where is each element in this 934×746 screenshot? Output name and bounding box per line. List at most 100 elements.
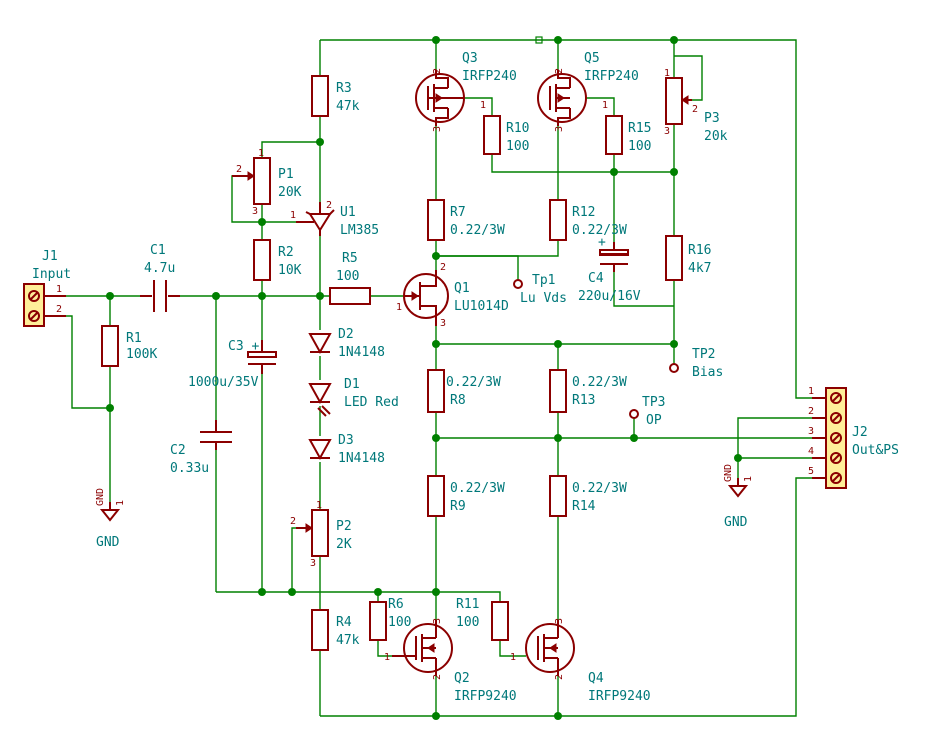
no-connect-marker: [535, 36, 543, 44]
r6-resistor: R6 100: [369, 597, 411, 641]
j1-pin2: 2: [56, 304, 62, 315]
p1-pin3: 3: [252, 206, 258, 217]
d1-value: LED Red: [344, 395, 399, 410]
c2-ref: C2: [170, 443, 186, 458]
q4-pin3: 3: [554, 618, 565, 624]
r4-value: 47k: [336, 633, 360, 648]
d2-ref: D2: [338, 327, 354, 342]
tp3-value: OP: [646, 413, 662, 428]
u1-pin2: 2: [326, 200, 332, 211]
r1-ref: R1: [126, 331, 142, 346]
tp1-ref: Tp1: [532, 273, 555, 288]
p3-pin3: 3: [664, 126, 670, 137]
r7-value: 0.22/3W: [450, 223, 505, 238]
q5-pin2: 2: [554, 68, 565, 74]
r14-value: 0.22/3W: [572, 481, 627, 496]
p3-value: 20k: [704, 129, 728, 144]
p2-pin2: 2: [290, 516, 296, 527]
r1-value: 100K: [126, 347, 157, 362]
q4-value: IRFP9240: [588, 689, 651, 704]
d3-value: 1N4148: [338, 451, 385, 466]
q1-ref: Q1: [454, 281, 470, 296]
r4-ref: R4: [336, 615, 352, 630]
u1-reference: 1 2 U1 LM385: [290, 200, 379, 238]
p1-pin1: 1: [258, 148, 264, 159]
d2-diode: D2 1N4148: [308, 327, 385, 360]
q2-ref: Q2: [454, 671, 470, 686]
j2-pin2: 2: [808, 406, 814, 417]
q2-pin3: 3: [432, 618, 443, 624]
u1-value: LM385: [340, 223, 379, 238]
q3-pin2: 2: [432, 68, 443, 74]
gnd-label-right: GND: [724, 515, 748, 530]
c4-capacitor: + C4 220u/16V: [578, 235, 641, 304]
gnd-pin-name: GND: [95, 488, 106, 506]
r10-resistor: R10 100: [483, 115, 529, 155]
r2-ref: R2: [278, 245, 294, 260]
r7-resistor: R7 0.22/3W: [427, 199, 505, 241]
j2-pin1: 1: [808, 386, 814, 397]
q1-jfet: 1 2 3 Q1 LU1014D: [396, 262, 509, 329]
d1-ref: D1: [344, 377, 360, 392]
r8-ref: R8: [450, 393, 466, 408]
p2-value: 2K: [336, 537, 352, 552]
c3-capacitor: C3 + 1000u/35V: [188, 339, 277, 390]
r10-ref: R10: [506, 121, 529, 136]
q1-pin3: 3: [440, 318, 446, 329]
j1-value: Input: [32, 267, 71, 282]
r9-ref: R9: [450, 499, 466, 514]
q1-pin2: 2: [440, 262, 446, 273]
r1-resistor: R1 100K: [101, 325, 157, 367]
r13-value: 0.22/3W: [572, 375, 627, 390]
tp3-testpoint: TP3 OP: [629, 395, 665, 428]
r12-ref: R12: [572, 205, 595, 220]
u1-ref: U1: [340, 205, 356, 220]
r15-ref: R15: [628, 121, 651, 136]
j2-pin4: 4: [808, 446, 814, 457]
r16-ref: R16: [688, 243, 711, 258]
d1-led: D1 LED Red: [308, 377, 399, 417]
r4-resistor: R4 47k: [311, 609, 360, 651]
q3-ref: Q3: [462, 51, 478, 66]
q5-value: IRFP240: [584, 69, 639, 84]
c4-plus: +: [598, 235, 606, 250]
tp2-ref: TP2: [692, 347, 715, 362]
tp1-testpoint: Tp1 Lu Vds: [513, 273, 567, 306]
c2-capacitor: C2 0.33u: [170, 420, 232, 476]
r3-resistor: 1 R3 47k: [311, 75, 360, 117]
j1-connector: 1 2 J1 Input: [23, 249, 71, 327]
q3-pin1: 1: [480, 100, 486, 111]
q3-mosfet: 2 1 3 Q3 IRFP240: [415, 51, 517, 132]
q3-pin3: 3: [432, 126, 443, 132]
r13-ref: R13: [572, 393, 595, 408]
gnd-pin-num: 1: [115, 500, 126, 506]
gnd-label-left: GND: [96, 535, 120, 550]
gnd2-pin-name: GND: [723, 464, 734, 482]
r15-value: 100: [628, 139, 651, 154]
r12-value: 0.22/3W: [572, 223, 627, 238]
r12-resistor: R12 0.22/3W: [549, 199, 627, 241]
j2-pin5: 5: [808, 466, 814, 477]
r8-resistor: 0.22/3W R8: [427, 369, 501, 413]
p3-pin1: 1: [664, 68, 670, 79]
j1-ref: J1: [42, 249, 58, 264]
tp2-testpoint: TP2 Bias: [669, 347, 723, 380]
q3-value: IRFP240: [462, 69, 517, 84]
q2-mosfet: 1 3 2 Q2 IRFP9240: [384, 618, 517, 704]
q2-pin1: 1: [384, 652, 390, 663]
r3-value: 47k: [336, 99, 360, 114]
tp2-value: Bias: [692, 365, 723, 380]
tp3-ref: TP3: [642, 395, 665, 410]
j2-value: Out&PS: [852, 443, 899, 458]
c1-value: 4.7u: [144, 261, 175, 276]
p3-pin2: 2: [692, 104, 698, 115]
p1-value: 20K: [278, 185, 302, 200]
q1-value: LU1014D: [454, 299, 509, 314]
r11-value: 100: [456, 615, 479, 630]
p2-potentiometer: 1 2 3 P2 2K: [290, 500, 352, 569]
q2-value: IRFP9240: [454, 689, 517, 704]
q5-pin3: 3: [554, 126, 565, 132]
gnd-symbol-left: GND 1 GND: [95, 488, 126, 550]
r14-resistor: 0.22/3W R14: [549, 475, 627, 517]
c4-ref: C4: [588, 271, 604, 286]
